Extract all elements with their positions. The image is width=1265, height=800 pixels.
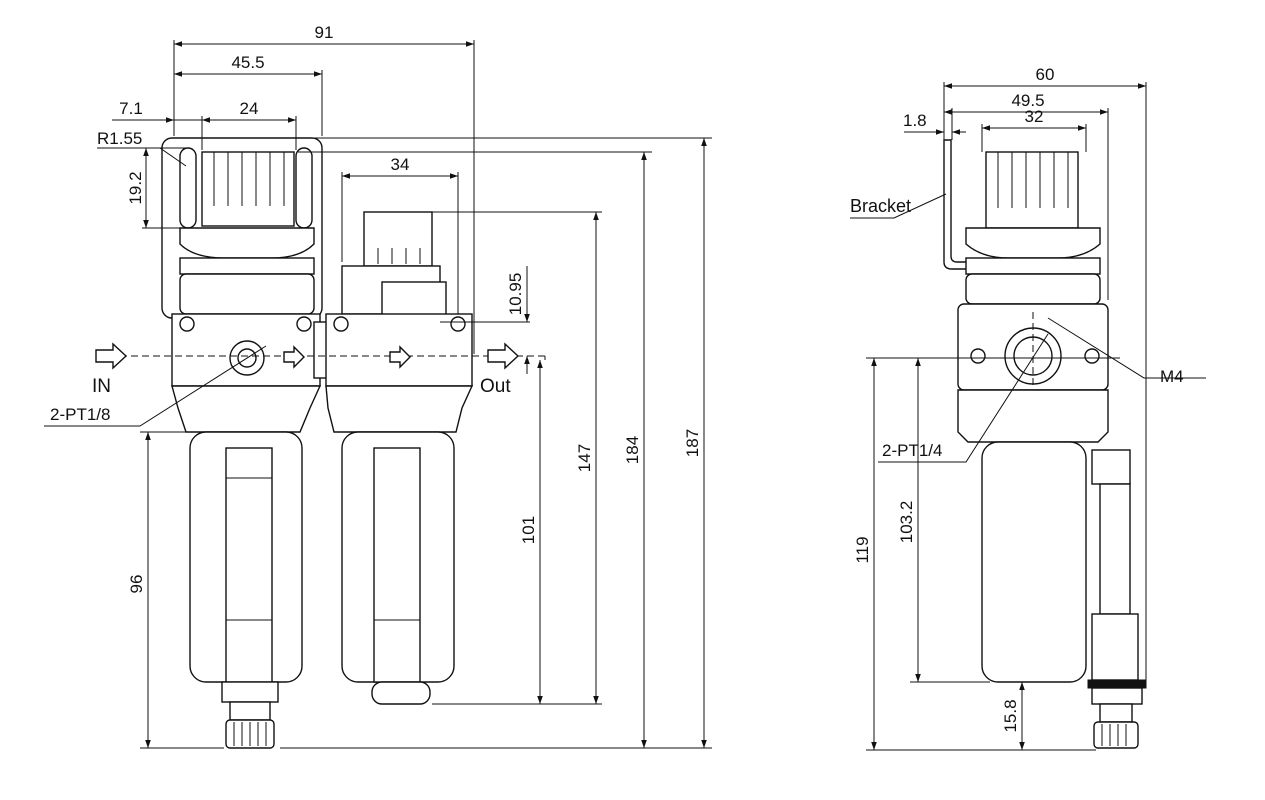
side-drain-ribs bbox=[1101, 724, 1127, 746]
adjustment-knob bbox=[201, 151, 295, 227]
knob-ribs bbox=[213, 152, 285, 206]
side-drain-nut bbox=[1091, 687, 1143, 705]
port-leader bbox=[44, 345, 267, 427]
side-dimension-lines bbox=[871, 83, 1146, 750]
side-view: 60 49.5 32 1.8 Bracket M4 2-PT1/4 119 10… bbox=[850, 65, 1206, 751]
side-knob-ribs bbox=[997, 152, 1069, 208]
bracket bbox=[943, 139, 969, 270]
bowl-window bbox=[225, 447, 273, 683]
mount-hole-icon bbox=[296, 316, 312, 332]
dim-height-119: 119 bbox=[853, 536, 872, 563]
side-collar bbox=[957, 389, 1109, 443]
lubricator-unit bbox=[325, 211, 474, 705]
m4-leader bbox=[1047, 317, 1206, 379]
drain-ribs bbox=[233, 722, 267, 746]
side-bonnet-neck bbox=[965, 227, 1101, 259]
radius-leader bbox=[97, 147, 187, 167]
bonnet-base bbox=[179, 273, 315, 315]
side-bowl bbox=[981, 441, 1087, 683]
oil-cap bbox=[363, 211, 433, 267]
bracket-slot-right bbox=[295, 147, 313, 229]
dim-height-101: 101 bbox=[519, 516, 538, 544]
mount-hole-icon bbox=[333, 316, 349, 332]
bowl-collar bbox=[171, 385, 322, 433]
mount-hole-icon bbox=[450, 316, 466, 332]
dim-thickness: 1.8 bbox=[903, 111, 927, 130]
side-drain-stem bbox=[1099, 703, 1133, 723]
mount-hole-icon bbox=[179, 316, 195, 332]
bracket-slot-left bbox=[179, 147, 197, 229]
dimension-lines bbox=[112, 41, 707, 748]
dim-height-184: 184 bbox=[623, 436, 642, 464]
dim-offset: 7.1 bbox=[119, 99, 143, 118]
dim-height-103-2: 103.2 bbox=[897, 501, 916, 544]
outlet-arrow-icon bbox=[487, 342, 520, 370]
mount-hole-icon bbox=[970, 348, 986, 364]
dim-lubricator-width: 34 bbox=[391, 155, 410, 174]
dim-slot-height: 19.2 bbox=[126, 171, 145, 204]
flow-arrow-icon bbox=[283, 345, 305, 369]
lubricator-window bbox=[373, 447, 421, 683]
dim-overall-width: 91 bbox=[315, 23, 334, 42]
drain-nut bbox=[221, 681, 279, 703]
outlet-label: Out bbox=[480, 376, 511, 397]
side-gauge-top bbox=[1091, 449, 1131, 485]
port-thread-label: 2-PT1/8 bbox=[50, 405, 110, 424]
oil-cap-ribs bbox=[377, 248, 421, 264]
dim-port-offset: 10.95 bbox=[506, 273, 525, 316]
dim-height-96: 96 bbox=[127, 575, 146, 594]
side-port-thread-label: 2-PT1/4 bbox=[882, 441, 942, 460]
filter-regulator-unit bbox=[161, 137, 323, 749]
side-knob bbox=[985, 151, 1079, 229]
inlet-arrow-icon bbox=[95, 342, 128, 370]
drain-stem bbox=[229, 701, 271, 721]
bracket-label: Bracket bbox=[850, 196, 911, 216]
dim-height-147: 147 bbox=[575, 444, 594, 472]
lubricator-plug bbox=[371, 681, 431, 705]
dim-width-60: 60 bbox=[1036, 65, 1055, 84]
bonnet-neck bbox=[179, 227, 315, 259]
dim-height-187: 187 bbox=[683, 429, 702, 457]
dim-height-15-8: 15.8 bbox=[1001, 699, 1020, 732]
side-bonnet-base bbox=[965, 273, 1101, 305]
side-drain-valve bbox=[1093, 721, 1139, 749]
lubricator-collar bbox=[325, 385, 474, 433]
inlet-label: IN bbox=[92, 376, 111, 397]
dim-half-width: 45.5 bbox=[231, 53, 264, 72]
mount-hole-icon bbox=[1084, 348, 1100, 364]
dim-radius: R1.55 bbox=[97, 129, 142, 148]
mount-screw-label: M4 bbox=[1160, 367, 1184, 386]
dim-knob-width: 24 bbox=[240, 99, 259, 118]
extension-lines bbox=[140, 40, 712, 749]
dim-width-32: 32 bbox=[1025, 107, 1044, 126]
side-bonnet-ring bbox=[965, 257, 1101, 275]
side-port-leader bbox=[878, 333, 1049, 463]
side-drain-ring bbox=[1087, 679, 1147, 689]
dim-width-49-5: 49.5 bbox=[1011, 91, 1044, 110]
flow-arrow-icon bbox=[389, 345, 411, 369]
bonnet-ring bbox=[179, 257, 315, 275]
side-gauge-bottom bbox=[1091, 613, 1139, 681]
lubricator-body bbox=[325, 313, 473, 387]
front-view: 91 45.5 7.1 24 R1.55 19.2 34 10.95 101 1… bbox=[44, 23, 712, 749]
bracket-leader bbox=[850, 193, 947, 219]
side-gauge-tube bbox=[1099, 483, 1131, 615]
